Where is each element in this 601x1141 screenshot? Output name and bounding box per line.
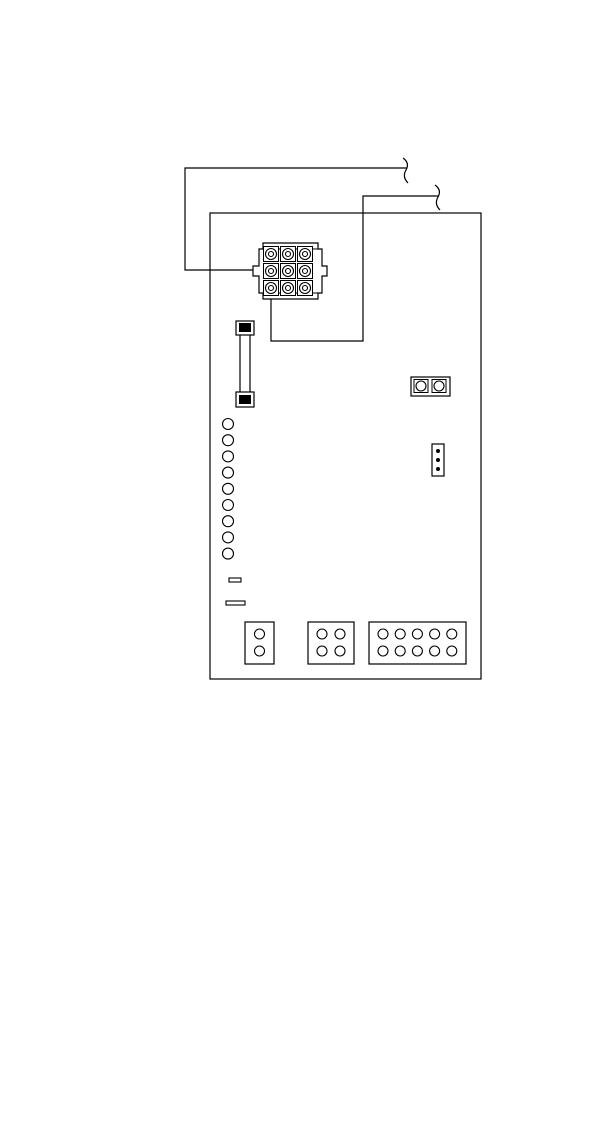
header-pin <box>412 629 422 639</box>
main-connector-pin-center <box>303 269 308 274</box>
header-pin <box>317 646 327 656</box>
led <box>223 419 234 430</box>
main-connector-pin-center <box>286 286 291 291</box>
led <box>223 516 234 527</box>
header-large <box>369 622 466 664</box>
main-connector-pin-center <box>269 252 274 257</box>
header-pin <box>412 646 422 656</box>
header-pin <box>255 646 265 656</box>
led <box>223 548 234 559</box>
fuse-body <box>240 334 250 399</box>
fuse-cap-bottom-inner <box>239 395 251 404</box>
header-pin <box>447 629 457 639</box>
main-connector <box>253 243 327 299</box>
header-pin <box>395 646 405 656</box>
two-pin-connector-pin <box>416 381 426 391</box>
led <box>223 435 234 446</box>
three-pin-header <box>432 444 444 476</box>
main-connector-pin-center <box>286 269 291 274</box>
main-connector-pin-center <box>303 252 308 257</box>
wire-1-break-mark <box>403 158 408 183</box>
two-pin-connector-pin <box>434 381 444 391</box>
led <box>223 451 234 462</box>
led <box>223 532 234 543</box>
header-pin <box>378 646 388 656</box>
header-small-body <box>245 622 274 664</box>
three-pin-header-pin <box>436 467 440 471</box>
led <box>223 467 234 478</box>
header-large-body <box>369 622 466 664</box>
main-connector-pin-center <box>269 286 274 291</box>
three-pin-header-pin <box>436 458 440 462</box>
jumper-small <box>229 578 241 582</box>
header-pin <box>430 629 440 639</box>
led <box>223 500 234 511</box>
header-pin <box>255 629 265 639</box>
header-pin <box>447 646 457 656</box>
header-pin <box>335 629 345 639</box>
header-medium <box>308 622 354 664</box>
header-pin <box>430 646 440 656</box>
main-connector-pin-center <box>286 252 291 257</box>
fuse-cap-top-inner <box>239 323 251 332</box>
header-pin <box>317 629 327 639</box>
led <box>223 483 234 494</box>
header-small <box>245 622 274 664</box>
led-column <box>223 419 234 560</box>
header-pin <box>378 629 388 639</box>
main-connector-pin-center <box>269 269 274 274</box>
header-pin <box>335 646 345 656</box>
header-pin <box>395 629 405 639</box>
two-pin-connector <box>411 377 450 396</box>
jumper-long <box>226 601 245 605</box>
header-medium-body <box>308 622 354 664</box>
fuse <box>236 321 254 407</box>
wire-2-break-mark <box>435 185 440 210</box>
main-connector-pin-center <box>303 286 308 291</box>
three-pin-header-pin <box>436 449 440 453</box>
